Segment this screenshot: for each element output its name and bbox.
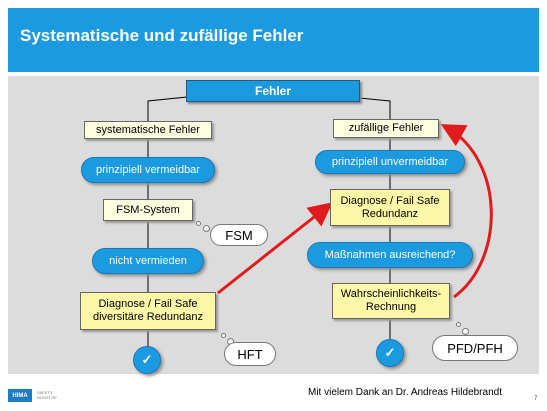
- pill-prinzipiell-vermeidbar: prinzipiell vermeidbar: [81, 157, 215, 183]
- thought-dot: [203, 225, 210, 232]
- callout-pfd-pfh: PFD/PFH: [432, 335, 518, 361]
- pill-nicht-vermieden: nicht vermieden: [92, 248, 204, 274]
- check-icon-right: ✓: [376, 339, 404, 367]
- pill-massnahmen-ausreichend: Maßnahmen ausreichend?: [307, 242, 473, 268]
- node-diagnose-diversitaere-redundanz: Diagnose / Fail Safe diversitäre Redunda…: [80, 292, 216, 330]
- check-icon-left: ✓: [133, 346, 161, 374]
- node-line-1: Diagnose / Fail Safe: [340, 194, 440, 207]
- root-node-fehler: Fehler: [186, 80, 360, 102]
- logo-tagline: SAFETY NONSTOP: [37, 390, 57, 400]
- slide-title: Systematische und zufällige Fehler: [20, 26, 304, 45]
- logo-tagline-1: SAFETY: [37, 390, 53, 395]
- node-line-2: Rechnung: [365, 301, 417, 313]
- title-bar: [8, 8, 539, 72]
- node-diagnose-redundanz: Diagnose / Fail Safe Redundanz: [330, 189, 450, 226]
- red-arrow-loop: [440, 124, 493, 299]
- node-line-2: diversitäre Redundanz: [92, 311, 204, 323]
- node-zufaellige-fehler: zufällige Fehler: [333, 119, 439, 138]
- thought-dot: [462, 328, 469, 335]
- callout-hft: HFT: [224, 342, 276, 366]
- thought-dot: [196, 221, 201, 226]
- node-line-2: Redundanz: [361, 207, 419, 220]
- node-fsm-system: FSM-System: [103, 199, 193, 221]
- node-wahrscheinlichkeits-rechnung: Wahrscheinlichkeits- Rechnung: [332, 283, 450, 319]
- callout-fsm: FSM: [210, 224, 268, 246]
- thought-dot: [456, 322, 461, 327]
- node-line-1: Diagnose / Fail Safe: [98, 298, 198, 310]
- page-number: 7: [534, 396, 538, 402]
- thought-dot: [221, 333, 226, 338]
- pill-prinzipiell-unvermeidbar: prinzipiell unvermeidbar: [315, 150, 465, 174]
- logo-tagline-2: NONSTOP: [37, 395, 57, 400]
- footer-credit: Mit vielem Dank an Dr. Andreas Hildebran…: [308, 387, 502, 398]
- node-systematische-fehler: systematische Fehler: [84, 121, 212, 139]
- node-line-1: Wahrscheinlichkeits-: [340, 288, 442, 300]
- red-arrow-to-diagnose: [217, 202, 333, 295]
- hima-logo: HIMA: [8, 389, 32, 402]
